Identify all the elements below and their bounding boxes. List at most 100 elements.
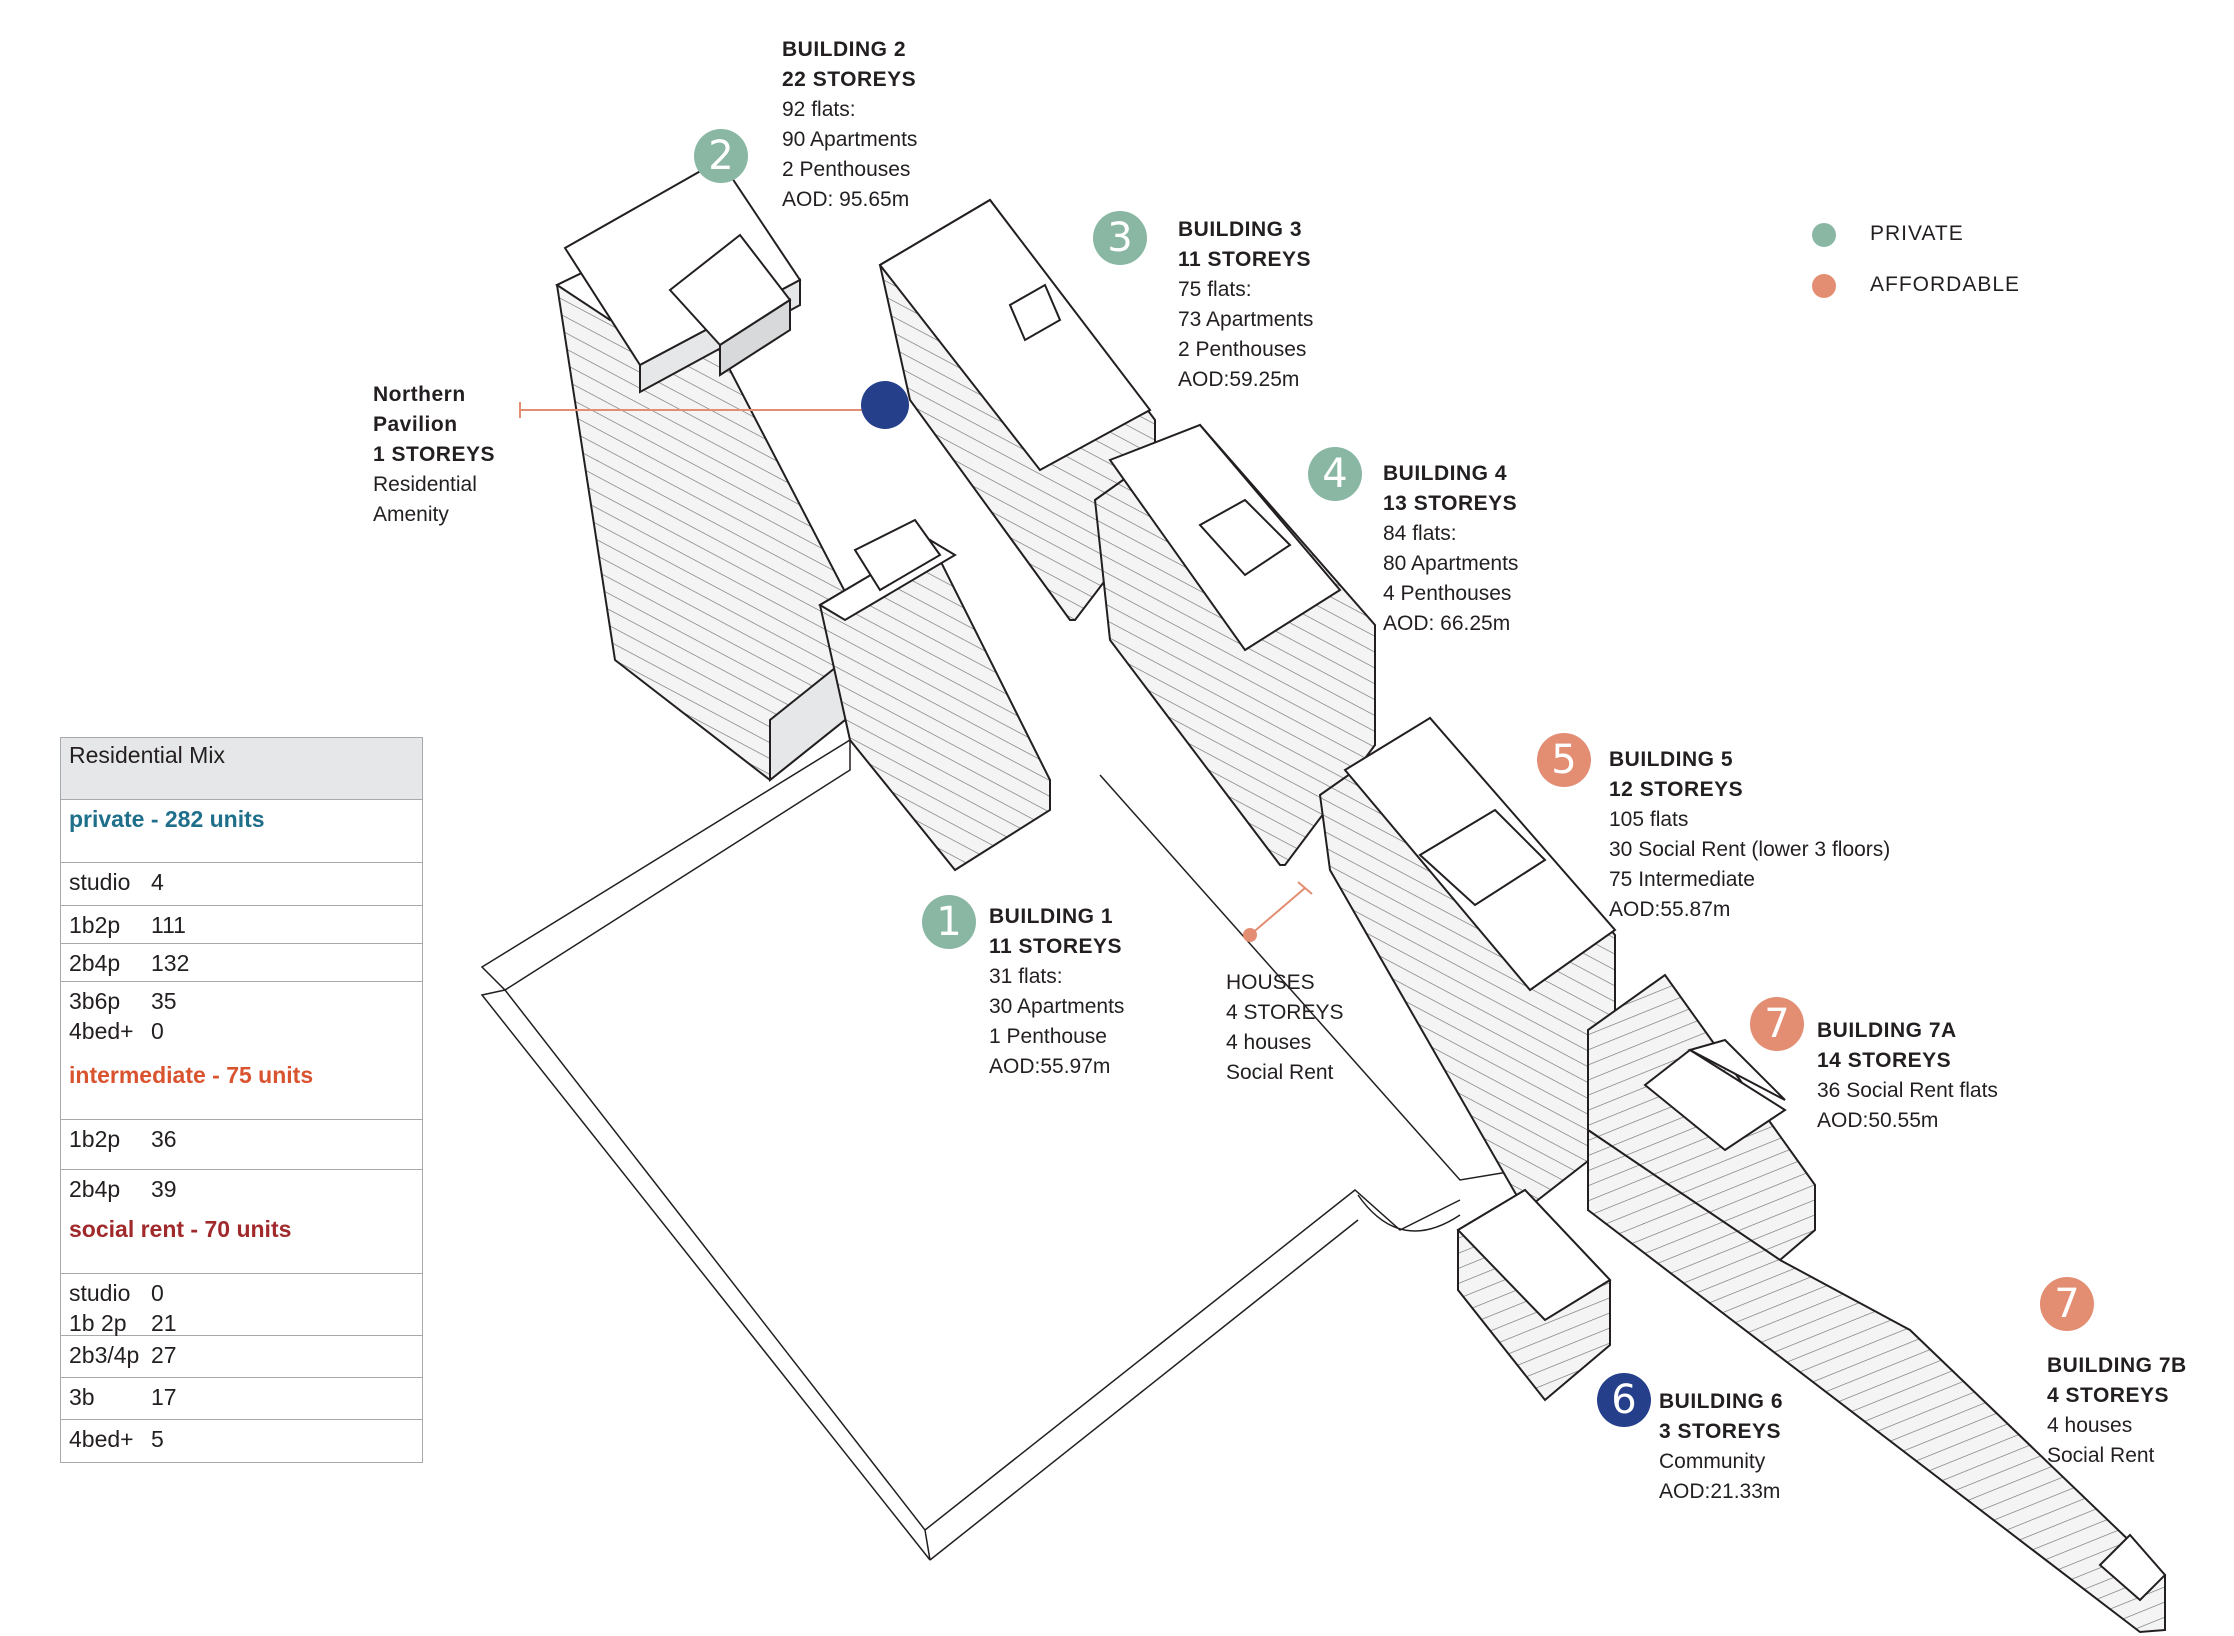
site-ground-plate [480, 738, 1521, 1561]
pavilion-line: 1 STOREYS [373, 443, 495, 466]
building-2-line: 90 Apartments [782, 128, 918, 151]
building-4-line: 84 flats: [1383, 522, 1457, 545]
building-2-line: AOD: 95.65m [782, 188, 910, 211]
northern-pavilion-leader [519, 381, 909, 429]
building-5-badge: 5 [1537, 733, 1591, 787]
building-7a-badge: 7 [1750, 997, 1804, 1051]
building-5-line: 75 Intermediate [1609, 868, 1755, 891]
private-heading: private - 282 units [61, 800, 422, 863]
private-legend-dot [1812, 223, 1836, 247]
building-6-line: AOD:21.33m [1659, 1480, 1781, 1503]
building-4-storeys: 13 STOREYS [1383, 492, 1518, 515]
building-6-title: BUILDING 6 [1659, 1390, 1784, 1413]
building-1-line: 1 Penthouse [989, 1025, 1107, 1048]
building-7b-massing [1587, 1128, 2167, 1634]
pavilion-line: Pavilion [373, 413, 458, 436]
building-6-label: BUILDING 6 3 STOREYS Community AOD:21.33… [1659, 1387, 1783, 1507]
mix-row: 2b4p 39 [61, 1170, 422, 1210]
unit-count: 0 [151, 1018, 164, 1044]
building-1-massing [818, 518, 1051, 872]
unit-type: 4bed+ [69, 1018, 134, 1044]
unit-type: 3b [69, 1384, 95, 1410]
houses-line: 4 houses [1226, 1031, 1312, 1054]
unit-count: 17 [151, 1384, 177, 1410]
building-7b-line: 4 houses [2047, 1414, 2133, 1437]
mix-row: 4bed+5 [61, 1420, 422, 1462]
building-3-label: BUILDING 3 11 STOREYS 75 flats: 73 Apart… [1178, 215, 1313, 395]
legend-affordable-label: AFFORDABLE [1870, 273, 2021, 296]
building-7a-line: AOD:50.55m [1817, 1109, 1939, 1132]
building-6-line: Community [1659, 1450, 1766, 1473]
legend-private-label: PRIVATE [1870, 222, 1964, 245]
building-2-badge: 2 [694, 129, 748, 183]
building-7b-badge: 7 [2040, 1277, 2094, 1331]
building-3-storeys: 11 STOREYS [1178, 248, 1312, 271]
building-7a-massing [1587, 973, 1816, 1262]
building-5-line: AOD:55.87m [1609, 898, 1731, 921]
pavilion-line: Amenity [373, 503, 449, 526]
building-2-label: BUILDING 2 22 STOREYS 92 flats: 90 Apart… [782, 35, 917, 215]
affordable-legend-dot [1812, 274, 1836, 298]
pavilion-line: Northern [373, 383, 466, 406]
building-5-storeys: 12 STOREYS [1609, 778, 1744, 801]
building-4-line: AOD: 66.25m [1383, 612, 1511, 635]
unit-count: 21 [151, 1310, 177, 1336]
unit-type: 3b6p [69, 988, 121, 1014]
building-7b-storeys: 4 STOREYS [2047, 1384, 2169, 1407]
building-1-title: BUILDING 1 [989, 905, 1114, 928]
unit-type: 1b2p [69, 1126, 121, 1152]
mix-entry: 3b6p 35 [69, 986, 422, 1016]
building-6-badge: 6 [1597, 1373, 1651, 1427]
building-3-line: 73 Apartments [1178, 308, 1314, 331]
pavilion-line: Residential [373, 473, 477, 496]
building-4-line: 80 Apartments [1383, 552, 1519, 575]
houses-label: HOUSES 4 STOREYS 4 houses Social Rent [1226, 968, 1344, 1088]
building-4-line: 4 Penthouses [1383, 582, 1512, 605]
northern-pavilion-marker [861, 381, 909, 429]
building-2-massing [554, 158, 871, 783]
building-7a-line: 36 Social Rent flats [1817, 1079, 1998, 1102]
mix-row: 3b 17 [61, 1378, 422, 1420]
houses-line: Social Rent [1226, 1061, 1334, 1084]
building-5-line: 105 flats [1609, 808, 1689, 831]
building-1-storeys: 11 STOREYS [989, 935, 1123, 958]
building-7a-label: BUILDING 7A 14 STOREYS 36 Social Rent fl… [1817, 1016, 1998, 1136]
building-7a-storeys: 14 STOREYS [1817, 1049, 1952, 1072]
unit-type: 2b3/4p [69, 1342, 140, 1368]
unit-count: 39 [151, 1176, 177, 1202]
social-rent-heading: social rent - 70 units [61, 1210, 422, 1274]
building-4-title: BUILDING 4 [1383, 462, 1508, 485]
building-4-massing [1093, 423, 1376, 866]
mix-entry: 4bed+ 0 [69, 1016, 422, 1046]
unit-type: 1b2p [69, 912, 121, 938]
houses-line: HOUSES [1226, 971, 1315, 994]
building-3-badge: 3 [1093, 211, 1147, 265]
houses-leader [1243, 881, 1313, 942]
building-7b-line: Social Rent [2047, 1444, 2155, 1467]
building-2-line: 2 Penthouses [782, 158, 911, 181]
building-4-badge: 4 [1308, 447, 1362, 501]
building-1-label: BUILDING 1 11 STOREYS 31 flats: 30 Apart… [989, 902, 1124, 1082]
unit-count: 27 [151, 1342, 177, 1368]
building-5-line: 30 Social Rent (lower 3 floors) [1609, 838, 1891, 861]
building-3-line: 75 flats: [1178, 278, 1252, 301]
building-5-title: BUILDING 5 [1609, 748, 1734, 771]
building-7b-label: BUILDING 7B 4 STOREYS 4 houses Social Re… [2047, 1351, 2187, 1471]
building-2-storeys: 22 STOREYS [782, 68, 917, 91]
mix-entry: 4bed+5 [69, 1424, 422, 1454]
unit-type: studio [69, 869, 131, 895]
unit-type: 2b4p [69, 1176, 121, 1202]
unit-count: 35 [151, 988, 177, 1014]
unit-type: 2b4p [69, 950, 121, 976]
